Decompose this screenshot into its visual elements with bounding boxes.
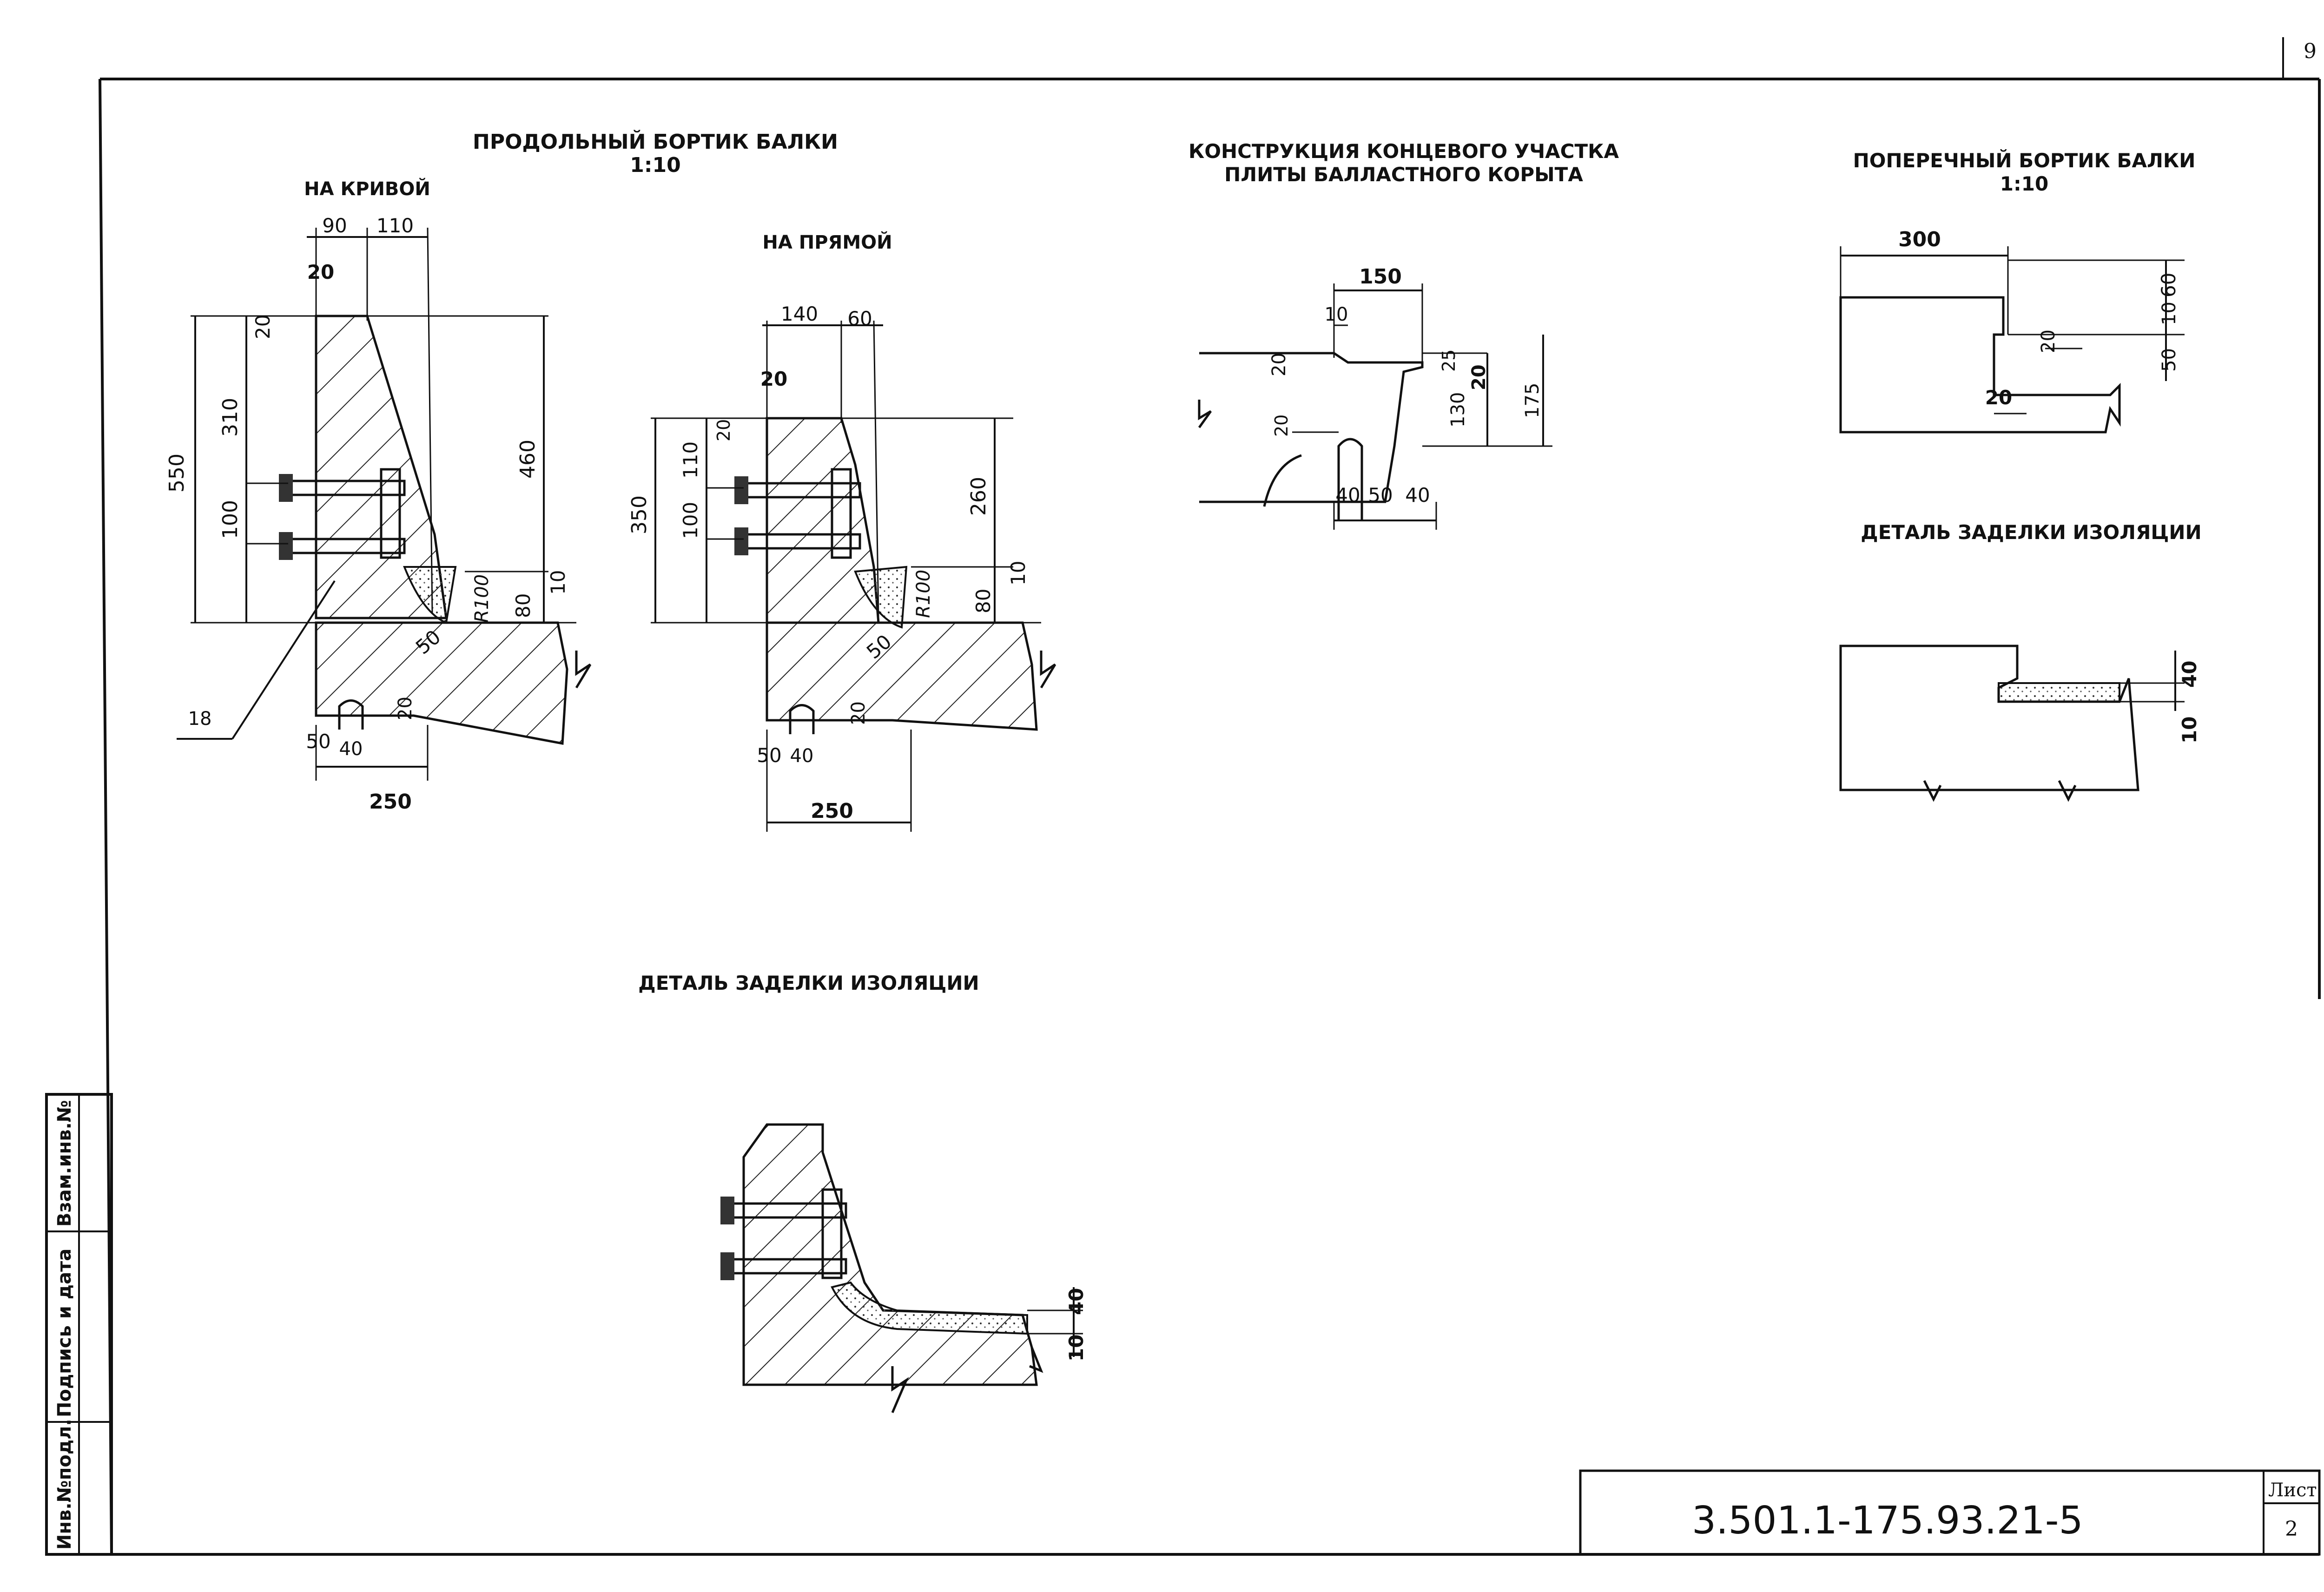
transverse-drawing: [1839, 246, 2185, 434]
insulation-right-layer: [1998, 682, 2120, 703]
sheet-label: Лист: [2268, 1480, 2317, 1501]
curve-anchor-bolts: [279, 468, 406, 560]
curve-dim-80: 80: [512, 593, 535, 618]
straight-dim-20-side: 20: [713, 419, 734, 441]
straight-dim-260: 260: [967, 477, 990, 516]
insulation-right-dim-40: 40: [2178, 661, 2201, 688]
straight-anchor-bolts: [734, 468, 861, 559]
straight-dim-110: 110: [679, 441, 702, 479]
straight-dim-80: 80: [972, 589, 995, 613]
insulation-right-body: [1839, 645, 2139, 791]
transverse-title: ПОПЕРЕЧНЫЙ БОРТИК БАЛКИ: [1853, 149, 2196, 172]
insulation-bottom-title: ДЕТАЛЬ ЗАДЕЛКИ ИЗОЛЯЦИИ: [638, 972, 979, 994]
insulation-bottom-body: [742, 1123, 1038, 1386]
transverse-dimension-labels: 300 60 10 20 50 20: [1898, 228, 2180, 409]
insulation-right-dimension-labels: 40 10: [2178, 661, 2201, 743]
curve-section: [177, 227, 592, 781]
straight-insulation-bend: [854, 566, 908, 629]
straight-slab: [766, 621, 1038, 731]
curve-dim-20-side: 20: [251, 315, 274, 339]
end-dim-175: 175: [1522, 383, 1543, 418]
curve-dim-310: 310: [218, 398, 242, 437]
end-section-slab: [1199, 352, 1424, 503]
curve-callout-18: 18: [188, 708, 212, 730]
transverse-dim-60: 60: [2157, 273, 2180, 297]
straight-dim-r100: R100: [913, 570, 934, 618]
straight-label: НА ПРЯМОЙ: [762, 231, 892, 253]
end-dim-130: 130: [1447, 392, 1469, 428]
end-dim-20-right: 20: [1468, 364, 1490, 390]
insulation-right-drawing: [1839, 645, 2185, 802]
straight-dim-250: 250: [811, 799, 853, 823]
end-dim-20-drain: 20: [1271, 414, 1292, 437]
page-number: 9: [2304, 39, 2317, 63]
transverse-dim-300: 300: [1898, 228, 1941, 251]
approval-stamp: Взам.инв.№ Подпись и дата Инв.№подл.: [45, 1093, 113, 1556]
insulation-right-dim-10: 10: [2178, 717, 2201, 743]
straight-curb-body: [766, 417, 880, 624]
straight-dim-140: 140: [781, 303, 818, 325]
straight-dim-40-drain: 40: [790, 745, 814, 767]
insulation-right-title: ДЕТАЛЬ ЗАДЕЛКИ ИЗОЛЯЦИИ: [1861, 521, 2201, 544]
end-dim-40-b: 40: [1405, 484, 1430, 507]
end-section-dimension-labels: 150 10 20 25 20 130 175 20 40 50 40: [1268, 265, 1543, 507]
curve-dim-50-drain: 50: [306, 730, 330, 753]
straight-dim-10: 10: [1007, 561, 1030, 585]
end-dim-40-a: 40: [1335, 484, 1360, 507]
transverse-body: [1839, 296, 2121, 434]
straight-section: [651, 320, 1056, 832]
end-section-drain-opening: [1337, 438, 1363, 520]
curve-dim-40-drain: 40: [339, 738, 363, 760]
straight-dim-20-top: 20: [760, 368, 787, 390]
end-dim-50: 50: [1368, 484, 1393, 507]
stamp-inv-no: Инв.№подл.: [54, 1419, 75, 1550]
transverse-dim-20-bottom: 20: [1985, 386, 2012, 409]
straight-dim-50-drain: 50: [757, 744, 781, 767]
title-block: [1579, 1469, 2321, 1556]
transverse-scale: 1:10: [2000, 172, 2048, 195]
transverse-dim-10: 10: [2159, 302, 2180, 325]
end-dim-25: 25: [1439, 349, 1459, 372]
transverse-dim-20: 20: [2038, 329, 2059, 353]
insulation-bottom-layer: [831, 1281, 1028, 1335]
curve-dim-20-drain: 20: [395, 697, 416, 720]
curve-dim-r100: R100: [471, 574, 493, 623]
curve-dim-460: 460: [516, 440, 540, 479]
transverse-dim-50: 50: [2159, 348, 2180, 372]
insulation-bottom-dimension-labels: 40 10: [1065, 1288, 1088, 1362]
curve-label: НА КРИВОЙ: [304, 178, 430, 200]
sheet-number: 2: [2285, 1517, 2298, 1541]
curve-dim-10: 10: [547, 570, 569, 595]
longitudinal-title: ПРОДОЛЬНЫЙ БОРТИК БАЛКИ: [473, 129, 838, 154]
curve-dim-100: 100: [218, 500, 242, 539]
end-dim-150: 150: [1359, 265, 1402, 289]
curve-drain-opening: [338, 699, 364, 730]
document-code: 3.501.1-175.93.21-5: [1692, 1499, 2083, 1543]
end-section-title-2: ПЛИТЫ БАЛЛАСТНОГО КОРЫТА: [1224, 163, 1583, 186]
curve-dim-250: 250: [369, 790, 412, 814]
longitudinal-scale: 1:10: [630, 153, 680, 177]
curve-dim-90: 90: [322, 214, 347, 237]
insulation-bottom-dim-40: 40: [1065, 1288, 1088, 1315]
stamp-signature-date: Подпись и дата: [54, 1249, 75, 1417]
sheet-frame: [46, 37, 2321, 1556]
stamp-replaced-inv: Взам.инв.№: [54, 1100, 75, 1227]
straight-drain-opening: [789, 704, 815, 734]
end-section-drawing: [1198, 283, 1552, 530]
curve-dim-110: 110: [376, 214, 414, 237]
end-dim-20-left: 20: [1268, 353, 1290, 376]
straight-dim-350: 350: [627, 495, 651, 534]
insulation-bottom-anchor-bolts: [720, 1188, 847, 1280]
straight-dim-20-drain: 20: [848, 701, 869, 725]
end-dim-10: 10: [1325, 304, 1348, 325]
curve-dim-20-top: 20: [307, 261, 334, 283]
insulation-bottom-drawing: [720, 1123, 1083, 1413]
insulation-bottom-dim-10: 10: [1065, 1335, 1088, 1362]
curve-dim-550: 550: [165, 454, 189, 493]
end-section-arc: [1263, 454, 1302, 507]
end-section-title-1: КОНСТРУКЦИЯ КОНЦЕВОГО УЧАСТКА: [1188, 140, 1619, 163]
straight-dim-60: 60: [847, 307, 872, 330]
straight-dim-100: 100: [679, 502, 702, 539]
